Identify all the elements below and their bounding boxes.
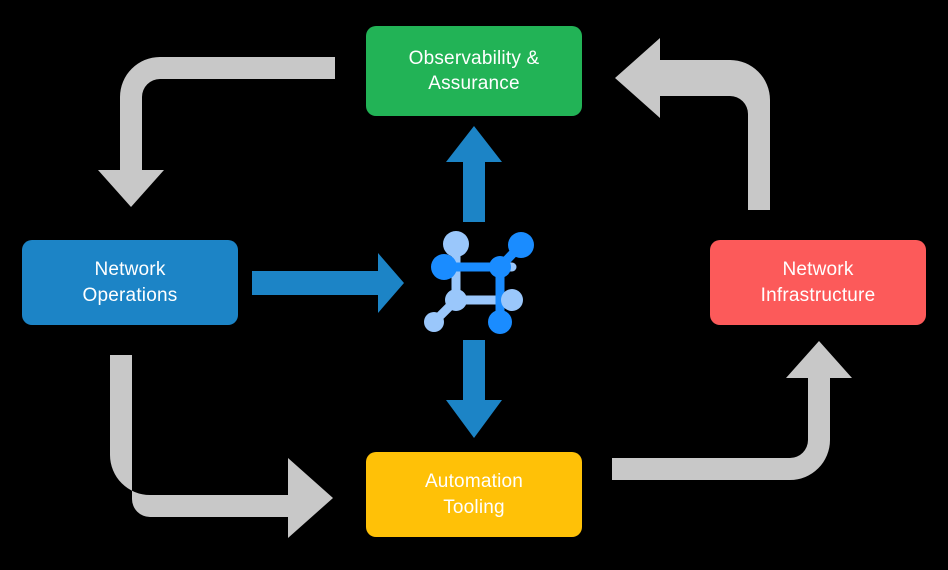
node-observability-and-assurance[interactable]: Observability & Assurance [366,26,582,116]
node-infrastructure-label: Network Infrastructure [760,259,876,306]
node-network-operations[interactable]: Network Operations [22,240,238,325]
node-network-infrastructure[interactable]: Network Infrastructure [710,240,926,325]
connector-center-to-automation [446,340,502,438]
connector-operations-to-automation [110,355,333,538]
connector-observability-to-operations [98,57,335,207]
network-topology-icon [424,231,534,334]
network-icon-nodes-primary [431,232,534,334]
connector-infrastructure-to-observability [615,38,770,210]
connector-automation-to-infrastructure [612,341,852,480]
connector-operations-to-center [252,253,404,313]
connector-center-to-observability [446,126,502,222]
network-icon-nodes-secondary [424,231,523,332]
node-operations-label: Network Operations [82,259,178,306]
node-automation-tooling[interactable]: Automation Tooling [366,452,582,537]
node-automation-label: Automation Tooling [424,471,524,518]
node-observability-label: Observability & Assurance [408,47,540,94]
